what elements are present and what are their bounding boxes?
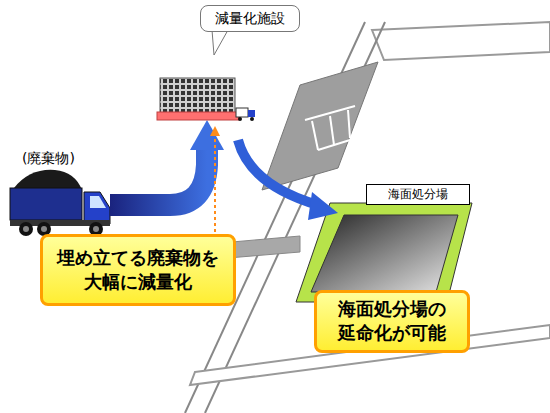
- speech-bubble: 減量化施設: [200, 5, 300, 32]
- facility-building: [157, 78, 255, 121]
- disposal-site: [296, 203, 472, 302]
- flow-arrow: [110, 120, 224, 205]
- dotted-arrow: [210, 126, 220, 232]
- node-text: 海面処分場: [388, 186, 448, 203]
- site-label: 海面処分場: [366, 184, 470, 205]
- waste-label: (廃棄物): [22, 150, 75, 168]
- flow-arrow: [238, 140, 338, 220]
- callout-box: 海面処分場の 延命化が可能: [314, 290, 470, 353]
- node-text: 減量化施設: [215, 10, 285, 28]
- callout-box: 埋め立てる廃棄物を 大幅に減量化: [40, 234, 236, 306]
- node-text: 埋め立てる廃棄物を 大幅に減量化: [51, 246, 225, 295]
- dump-truck: [10, 170, 110, 236]
- bubble-tail: [212, 30, 228, 55]
- land-lines: [185, 22, 550, 413]
- node-text: 海面処分場の 延命化が可能: [325, 297, 459, 346]
